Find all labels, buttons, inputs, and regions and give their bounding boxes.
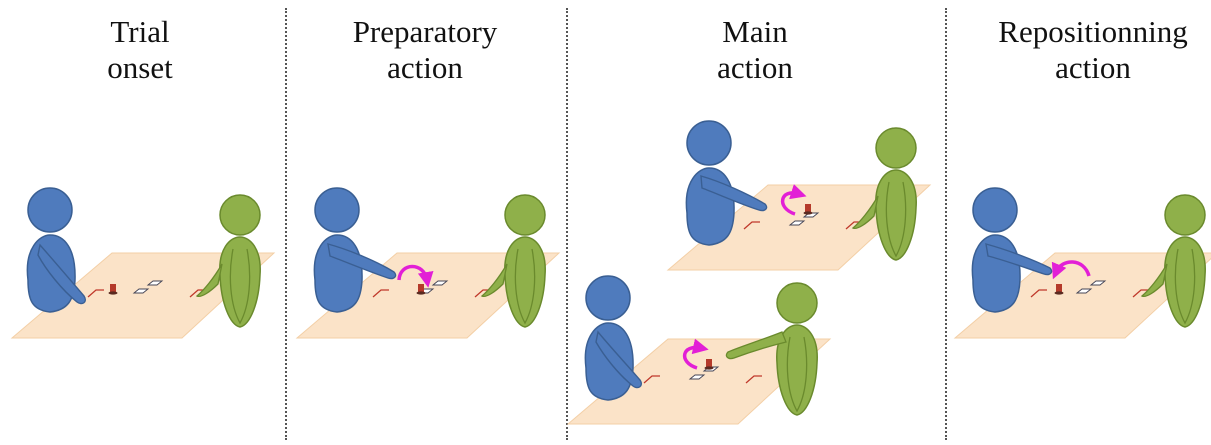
divider-2 [566, 8, 568, 440]
divider-1 [285, 8, 287, 440]
panel-1-title-line2: onset [107, 50, 173, 85]
panel-2-title: Preparatory action [325, 14, 525, 86]
blue-arm [37, 243, 86, 305]
blue-arm [595, 330, 642, 389]
panel-3-scene-top [667, 120, 931, 271]
green-arm [480, 263, 508, 298]
panel-1-scene [11, 187, 275, 339]
curved-arrow-icon [1051, 260, 1091, 280]
panel-3-title-line2: action [717, 50, 793, 85]
panel-4-scene [954, 187, 1211, 339]
panel-4-title: Repositionning action [975, 14, 1211, 86]
panel-2-scene [296, 187, 560, 339]
curved-arrow-icon [683, 338, 709, 370]
green-arm [195, 263, 223, 298]
panel-3-title: Main action [660, 14, 850, 86]
green-arm [1140, 263, 1168, 298]
blue-arm-extended [327, 243, 397, 280]
panel-1-title-line1: Trial [110, 14, 170, 49]
green-person [504, 194, 546, 328]
panel-2-title-line1: Preparatory [352, 14, 498, 49]
panel-1-title: Trial onset [60, 14, 220, 86]
curved-arrow-icon [397, 264, 434, 288]
panel-4-title-line2: action [1055, 50, 1131, 85]
green-arm [851, 195, 879, 230]
green-person [219, 194, 261, 328]
divider-3 [945, 8, 947, 440]
blue-arm-extended [700, 175, 768, 212]
curved-arrow-icon [781, 184, 807, 216]
green-person [776, 282, 818, 416]
panel-3-title-line1: Main [722, 14, 788, 49]
panel-4-title-line1: Repositionning [998, 14, 1188, 49]
panel-3-scene-bottom [567, 275, 831, 425]
green-person [875, 127, 917, 261]
panel-2-title-line2: action [387, 50, 463, 85]
green-person [1164, 194, 1206, 328]
blue-arm-extended [985, 243, 1053, 276]
green-arm-extended [725, 331, 787, 360]
blue-person [584, 275, 634, 401]
